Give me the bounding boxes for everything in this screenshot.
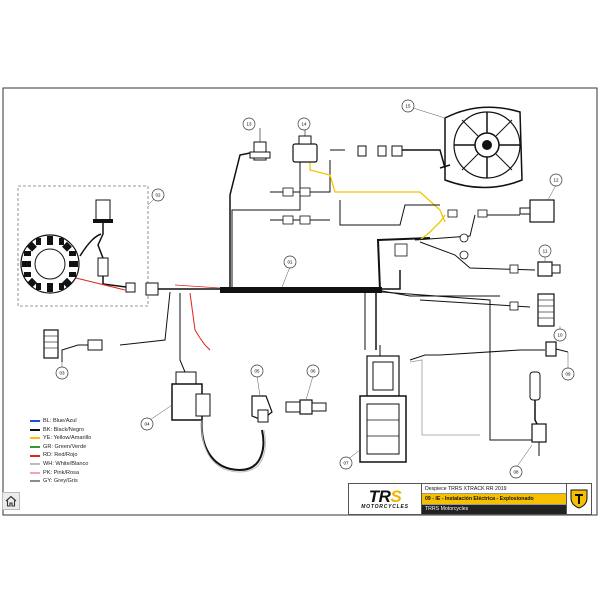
callout-15-label: 15: [405, 104, 411, 109]
trrs-shield-icon: [566, 484, 591, 514]
callout-13: [242, 117, 256, 131]
legend-item: BL: Blue/Azul: [30, 417, 91, 426]
callout-04-label: 04: [144, 422, 150, 427]
callout-04: [140, 417, 154, 431]
callout-08: [509, 465, 523, 479]
drawing-company: TRRS Motorcycles: [422, 504, 566, 514]
legend-item: RD: Red/Rojo: [30, 451, 91, 460]
legend-swatch: [30, 454, 40, 457]
callout-05: [250, 364, 264, 378]
legend-swatch: [30, 420, 40, 423]
stator-hub: [34, 248, 66, 280]
legend-swatch: [30, 437, 40, 440]
handlebar-switch: [537, 293, 555, 327]
callout-06: [306, 364, 320, 378]
radiator-fan: [439, 106, 523, 189]
callout-01-label: 01: [287, 260, 293, 265]
relay: [292, 128, 403, 163]
legend-swatch: [30, 463, 40, 466]
drawing-section: 09 - IE - Instalación Eléctrica - Explos…: [422, 494, 566, 505]
callout-03-label: 03: [59, 371, 65, 376]
exhaust-probe: [529, 371, 547, 456]
legend-swatch: [30, 480, 40, 483]
voltage-regulator: [519, 199, 555, 223]
callout-05-label: 05: [254, 369, 260, 374]
home-button[interactable]: [2, 492, 20, 510]
callout-14: [297, 117, 311, 131]
inline-connectors: [282, 187, 519, 311]
legend-label: PK: Pink/Rosa: [43, 469, 80, 476]
brand-wordmark: TRS: [368, 486, 402, 506]
callout-09: [561, 367, 575, 381]
legend-item: WH: White/Blanco: [30, 460, 91, 469]
legend-item: GY: Grey/Gris: [30, 477, 91, 486]
drawing-title: Despiece TRRS XTRACK RR 2019: [422, 484, 566, 495]
title-block: TRS MOTORCYCLES Despiece TRRS XTRACK RR …: [348, 483, 592, 515]
legend-item: BK: Black/Negro: [30, 426, 91, 435]
callout-10-label: 10: [557, 333, 563, 338]
callout-15: [401, 99, 415, 113]
callout-10: [553, 328, 567, 342]
callout-14-label: 14: [301, 122, 307, 127]
home-icon: [5, 495, 17, 507]
dashboard-connector: [43, 329, 103, 359]
legend-swatch: [30, 428, 40, 431]
brand-subtitle: MOTORCYCLES: [361, 503, 409, 510]
callout-12-label: 12: [553, 178, 559, 183]
callout-11: [538, 244, 552, 258]
callout-11-label: 11: [543, 249, 548, 254]
legend-item: PK: Pink/Rosa: [30, 469, 91, 478]
callout-03: [55, 366, 69, 380]
spark-plug-cap: [251, 395, 273, 423]
ignition-coil: [171, 371, 266, 473]
legend-item: GR: Green/Verde: [30, 443, 91, 452]
callout-07: [339, 456, 353, 470]
callout-08-label: 08: [513, 470, 519, 475]
harness-sleeve: [220, 287, 382, 293]
temperature-switch: [249, 128, 271, 161]
legend-label: GY: Grey/Gris: [43, 478, 78, 485]
callout-06-label: 06: [310, 369, 316, 374]
callout-02: [151, 188, 165, 202]
callout-07-label: 07: [343, 461, 349, 466]
stator-group: [17, 185, 159, 307]
spark-plug: [285, 399, 327, 415]
stator-connector: [97, 257, 109, 277]
legend-label: GR: Green/Verde: [43, 443, 87, 450]
callout-01: [283, 255, 297, 269]
water-temp-sensor: [545, 341, 569, 357]
callout-12: [549, 173, 563, 187]
neutral-switch: [537, 261, 561, 277]
trrs-logo: TRS MOTORCYCLES: [349, 484, 422, 514]
legend-label: YE: Yellow/Amarillo: [43, 435, 92, 442]
page-frame: [2, 87, 598, 516]
legend-label: WH: White/Blanco: [43, 460, 89, 467]
legend-item: YE: Yellow/Amarillo: [30, 434, 91, 443]
callout-09-label: 09: [565, 372, 571, 377]
ecu-unit: [359, 355, 407, 463]
pickup-sensor: [95, 199, 111, 221]
callout-02-label: 02: [155, 193, 161, 198]
callouts: 01 02 03 04 05 06 07 08 09 10 11 12: [55, 99, 575, 479]
legend-label: BL: Blue/Azul: [43, 418, 77, 424]
legend-swatch: [30, 471, 40, 474]
legend-swatch: [30, 446, 40, 449]
stator-dashed-box: [17, 185, 149, 307]
callout-13-label: 13: [246, 122, 252, 127]
legend-label: RD: Red/Rojo: [43, 452, 78, 459]
legend-label: BK: Black/Negro: [43, 426, 85, 433]
